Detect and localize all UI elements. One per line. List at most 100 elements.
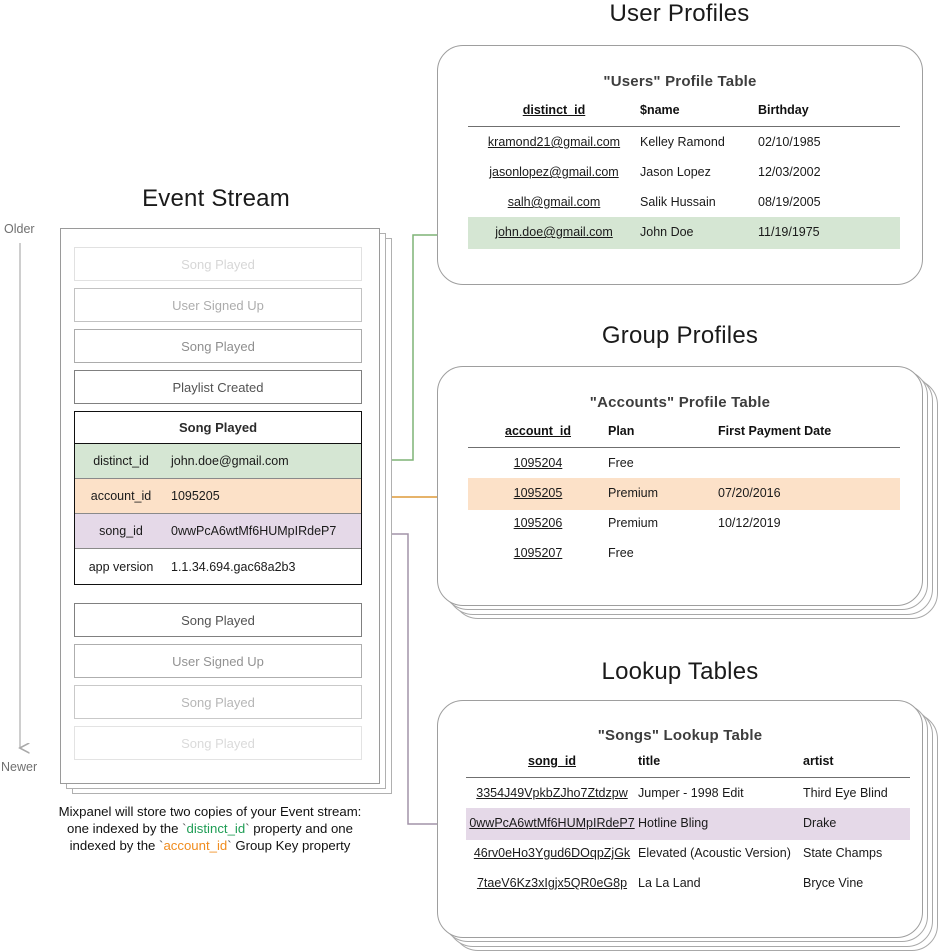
event-row[interactable]: Song Played	[74, 603, 362, 637]
focused-event-card[interactable]: Song Played distinct_id john.doe@gmail.c…	[74, 411, 362, 585]
column-header-name: $name	[640, 103, 758, 127]
cell-plan: Free	[608, 456, 634, 470]
users-profile-card: "Users" Profile Table distinct_id $name …	[437, 45, 923, 285]
cell-distinct-id: salh@gmail.com	[507, 195, 601, 209]
cell-first-payment-date	[718, 538, 900, 568]
timeline-older-label: Older	[4, 222, 35, 236]
group-profiles-title: Group Profiles	[601, 322, 759, 349]
cell-first-payment-date	[718, 448, 900, 479]
table-row[interactable]: 3354J49VpkbZJho7Ztdzpw Jumper - 1998 Edi…	[466, 778, 910, 809]
property-value: 1095205	[171, 489, 220, 503]
table-row[interactable]: 7taeV6Kz3xIgjx5QR0eG8p La La Land Bryce …	[466, 868, 910, 898]
cell-title: Jumper - 1998 Edit	[638, 786, 744, 800]
cell-name: Jason Lopez	[640, 165, 711, 179]
caption-line-2: one indexed by the `distinct_id` propert…	[67, 821, 353, 836]
users-card-stack: "Users" Profile Table distinct_id $name …	[437, 45, 923, 285]
cell-title: La La Land	[638, 876, 701, 890]
property-value: 1.1.34.694.gac68a2b3	[171, 559, 296, 574]
cell-first-payment-date: 10/12/2019	[718, 516, 781, 530]
cell-song-id: 3354J49VpkbZJho7Ztdzpw	[476, 786, 628, 800]
table-row-highlighted[interactable]: john.doe@gmail.com John Doe 11/19/1975	[468, 217, 900, 247]
column-header-plan: Plan	[608, 424, 718, 448]
timeline-newer-label: Newer	[1, 760, 38, 774]
event-label: Song Played	[181, 735, 255, 751]
event-stream-panel: Song Played User Signed Up Song Played P…	[60, 228, 392, 794]
property-key: distinct_id	[93, 454, 149, 468]
accounts-card-stack: "Accounts" Profile Table account_id Plan…	[437, 366, 938, 619]
event-label: Song Played	[181, 338, 255, 354]
songs-table-wrap: song_id title artist 3354J49VpkbZJho7Ztd…	[466, 754, 910, 898]
songs-table-title: "Songs" Lookup Table	[597, 727, 763, 744]
cell-song-id: 0wwPcA6wtMf6HUMpIRdeP7	[466, 808, 638, 838]
event-stream-title: Event Stream	[142, 185, 290, 212]
table-row[interactable]: kramond21@gmail.com Kelley Ramond 02/10/…	[468, 127, 900, 158]
cell-birthday: 08/19/2005	[758, 195, 821, 209]
event-row[interactable]: Song Played	[74, 247, 362, 281]
event-row[interactable]: User Signed Up	[74, 288, 362, 322]
user-profiles-title: User Profiles	[609, 0, 750, 27]
table-row-highlighted[interactable]: 1095205 Premium 07/20/2016	[468, 478, 900, 508]
table-row[interactable]: 46rv0eHo3Ygud6DOqpZjGk Elevated (Acousti…	[466, 838, 910, 868]
event-row[interactable]: User Signed Up	[74, 644, 362, 678]
property-key: account_id	[90, 489, 152, 503]
table-row[interactable]: salh@gmail.com Salik Hussain 08/19/2005	[468, 187, 900, 217]
cell-name: Kelley Ramond	[640, 135, 725, 149]
users-table: distinct_id $name Birthday kramond21@gma…	[468, 103, 900, 247]
caption-token-distinct-id: distinct_id	[186, 821, 246, 836]
table-row[interactable]: 1095204 Free	[468, 448, 900, 479]
users-table-title: "Users" Profile Table	[603, 73, 757, 90]
event-row[interactable]: Song Played	[74, 685, 362, 719]
focused-event-name: Song Played	[75, 412, 361, 444]
event-property-song-id: song_id 0wwPcA6wtMf6HUMpIRdeP7	[75, 514, 361, 549]
event-label: Song Played	[181, 256, 255, 272]
songs-table: song_id title artist 3354J49VpkbZJho7Ztd…	[466, 754, 910, 898]
cell-title: Elevated (Acoustic Version)	[638, 846, 791, 860]
event-row[interactable]: Song Played	[74, 726, 362, 760]
cell-name: John Doe	[640, 217, 758, 247]
table-row-highlighted[interactable]: 0wwPcA6wtMf6HUMpIRdeP7 Hotline Bling Dra…	[466, 808, 910, 838]
table-row[interactable]: jasonlopez@gmail.com Jason Lopez 12/03/2…	[468, 157, 900, 187]
accounts-table-wrap: account_id Plan First Payment Date 10952…	[468, 424, 900, 568]
cell-distinct-id: jasonlopez@gmail.com	[489, 165, 619, 179]
cell-song-id: 46rv0eHo3Ygud6DOqpZjGk	[473, 846, 631, 860]
event-label: Song Played	[181, 694, 255, 710]
event-label: Song Played	[181, 612, 255, 628]
event-label: Playlist Created	[172, 379, 264, 395]
cell-birthday: 11/19/1975	[758, 217, 900, 247]
column-header-first-payment-date: First Payment Date	[718, 424, 900, 448]
accounts-table-title: "Accounts" Profile Table	[589, 394, 771, 411]
accounts-table: account_id Plan First Payment Date 10952…	[468, 424, 900, 568]
cell-plan: Premium	[608, 478, 718, 508]
column-header-birthday: Birthday	[758, 103, 900, 127]
caption-token-account-id: account_id	[163, 838, 228, 853]
column-header-artist: artist	[803, 754, 910, 778]
event-property-account-id: account_id 1095205	[75, 479, 361, 514]
cell-artist: Drake	[803, 808, 910, 838]
caption-line-3: indexed by the `account_id` Group Key pr…	[69, 838, 351, 853]
event-property-distinct-id: distinct_id john.doe@gmail.com	[75, 444, 361, 479]
event-property-app-version: app version 1.1.34.694.gac68a2b3	[75, 549, 361, 584]
column-header-account-id: account_id	[468, 424, 608, 448]
event-label: User Signed Up	[172, 653, 264, 669]
cell-account-id: 1095206	[513, 516, 563, 530]
column-header-title: title	[638, 754, 803, 778]
cell-distinct-id: john.doe@gmail.com	[468, 217, 640, 247]
table-row[interactable]: 1095206 Premium 10/12/2019	[468, 508, 900, 538]
cell-account-id: 1095204	[513, 456, 563, 470]
cell-distinct-id: kramond21@gmail.com	[487, 135, 621, 149]
property-value: 0wwPcA6wtMf6HUMpIRdeP7	[171, 524, 337, 538]
table-row[interactable]: 1095207 Free	[468, 538, 900, 568]
event-row[interactable]: Song Played	[74, 329, 362, 363]
cell-birthday: 02/10/1985	[758, 135, 821, 149]
cell-artist: Third Eye Blind	[803, 786, 888, 800]
event-row[interactable]: Playlist Created	[74, 370, 362, 404]
column-header-song-id: song_id	[466, 754, 638, 778]
songs-lookup-card: "Songs" Lookup Table song_id title artis…	[437, 700, 923, 938]
cell-title: Hotline Bling	[638, 808, 803, 838]
lookup-tables-title: Lookup Tables	[601, 658, 759, 685]
property-value: john.doe@gmail.com	[171, 454, 289, 468]
column-header-distinct-id: distinct_id	[468, 103, 640, 127]
caption-line-1: Mixpanel will store two copies of your E…	[58, 804, 362, 819]
cell-account-id: 1095207	[513, 546, 563, 560]
table-header-row: song_id title artist	[466, 754, 910, 778]
